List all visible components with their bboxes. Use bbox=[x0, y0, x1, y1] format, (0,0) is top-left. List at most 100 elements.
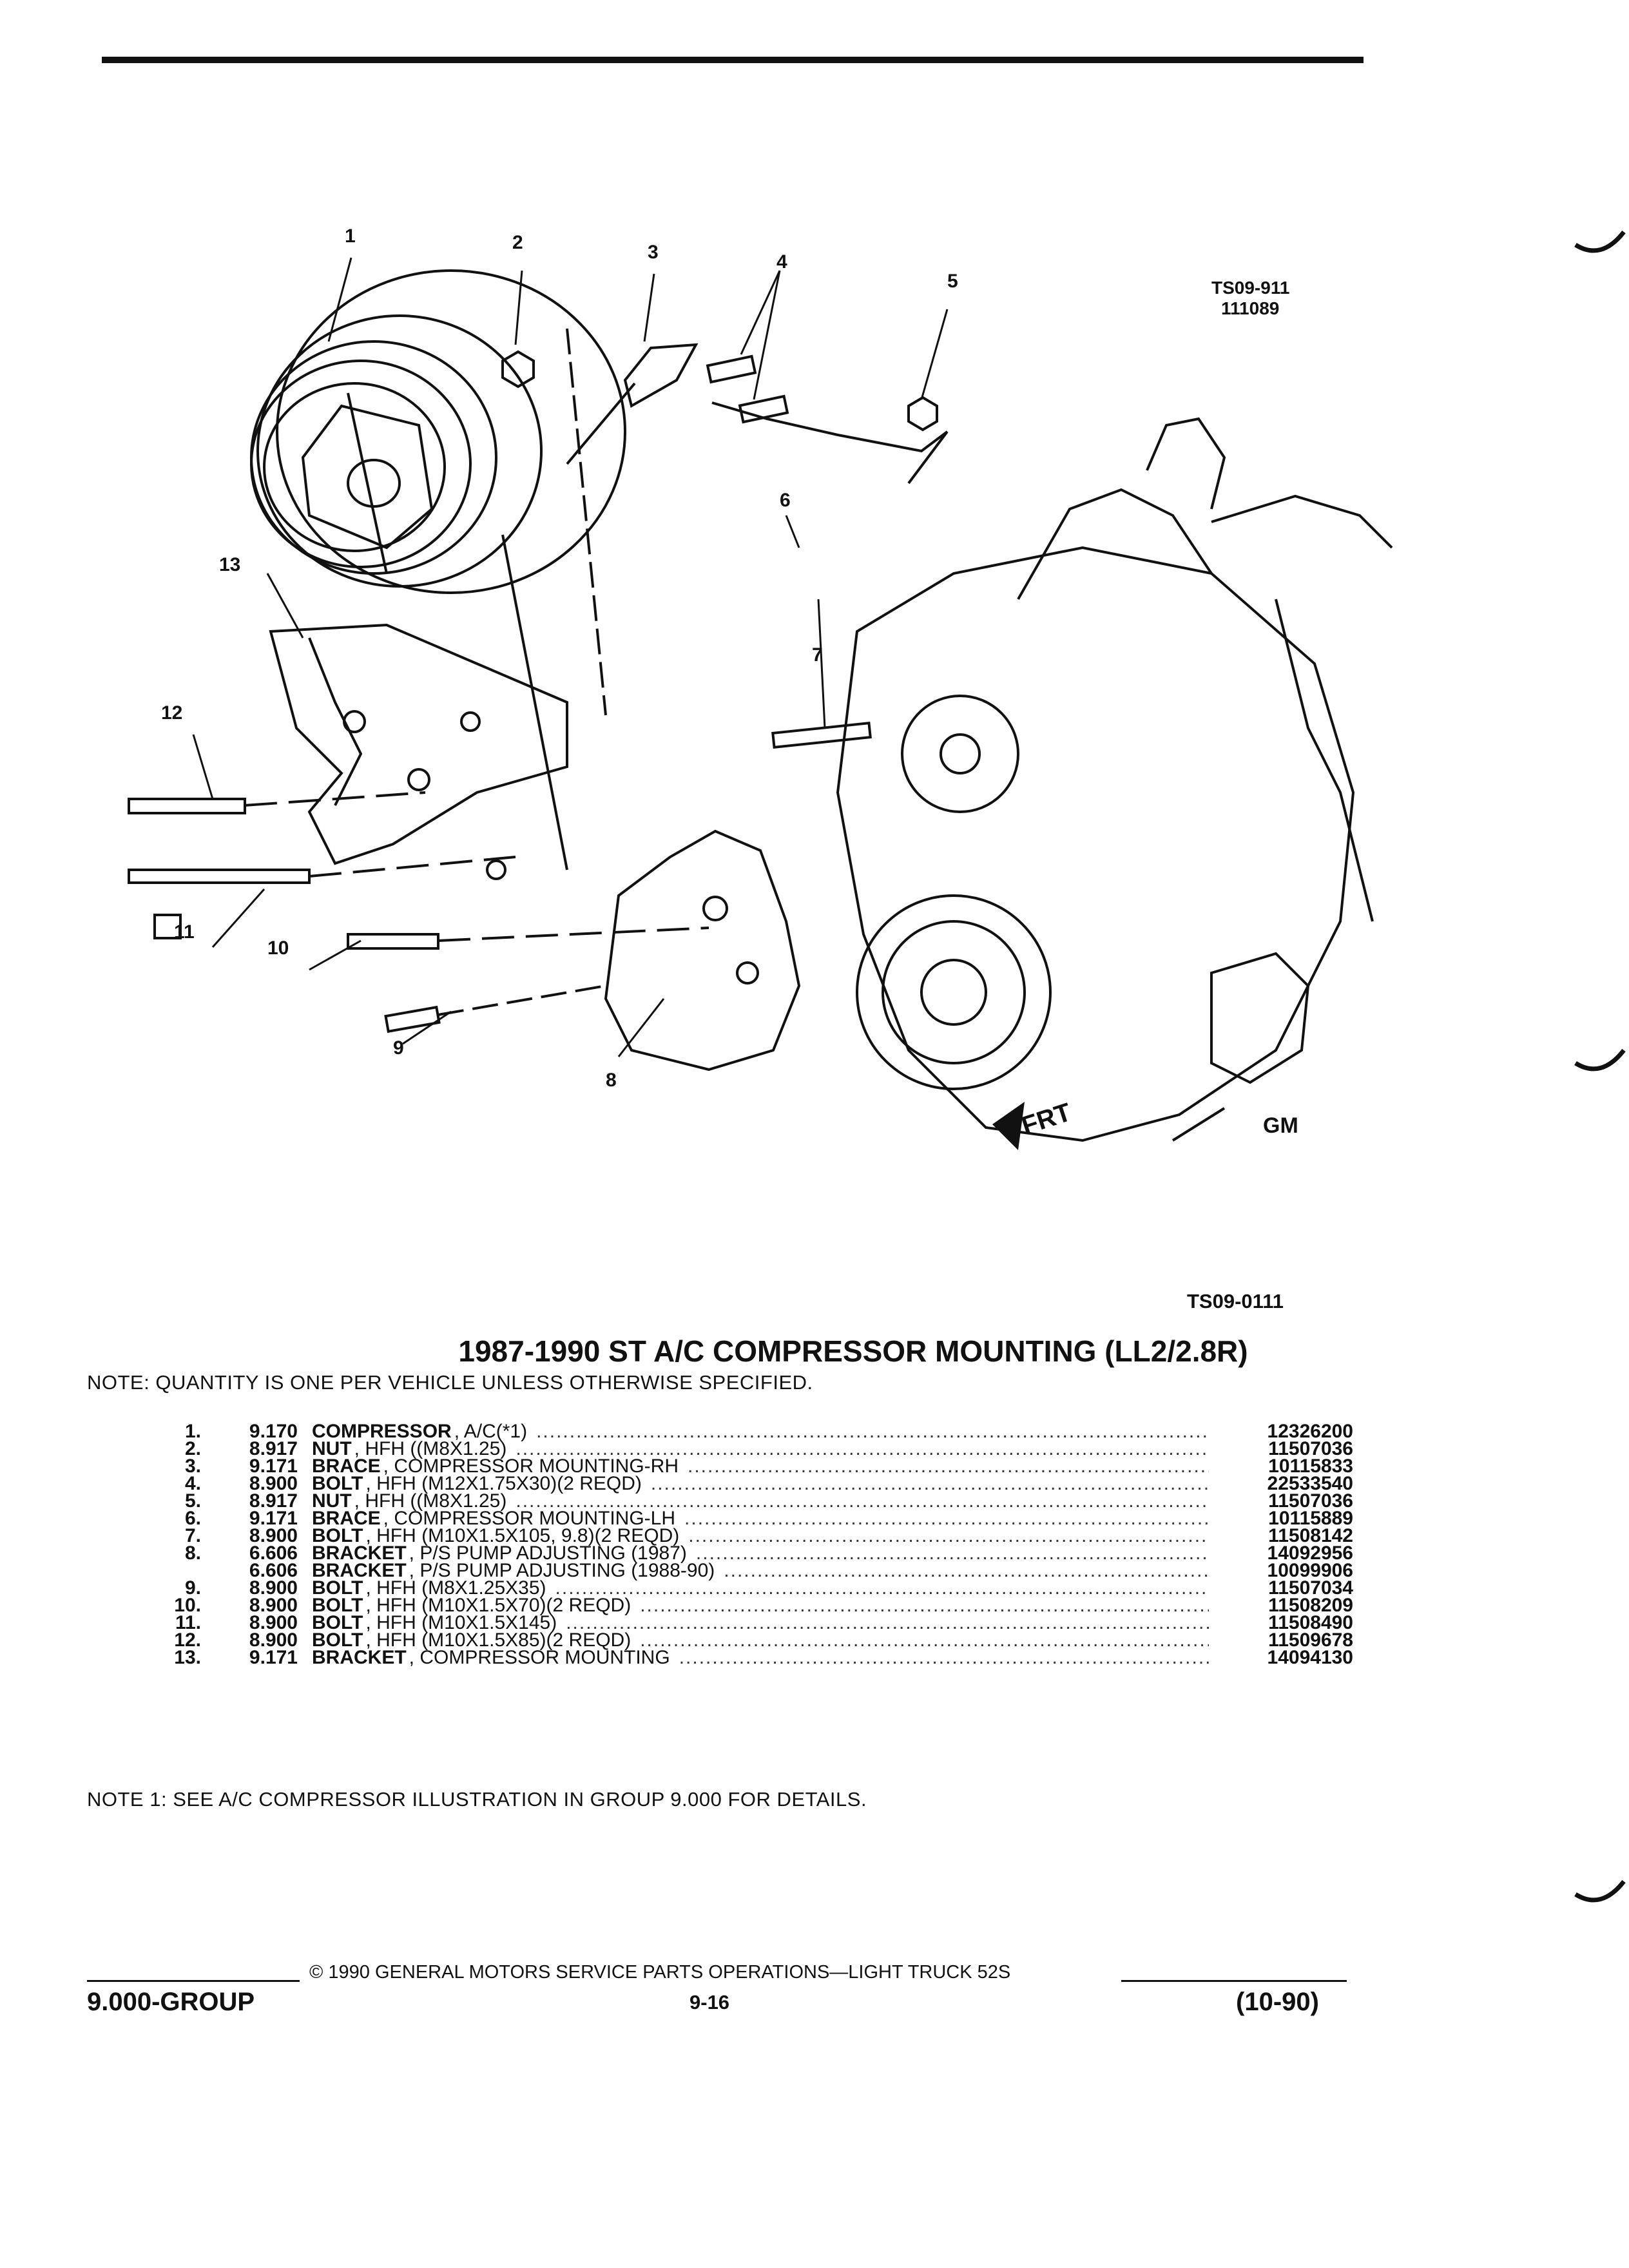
item-name: BOLT bbox=[312, 1577, 363, 1599]
part-number: 11507034 bbox=[1268, 1577, 1353, 1599]
part-number: 11508209 bbox=[1268, 1595, 1353, 1616]
item-description: NUT, HFH ((M8X1.25).....................… bbox=[312, 1490, 1224, 1512]
item-spec: , HFH (M10X1.5X145) bbox=[365, 1612, 557, 1633]
leader-dots: ........................................… bbox=[650, 1473, 1209, 1494]
leader-dots: ........................................… bbox=[555, 1577, 1209, 1599]
item-number: 6. bbox=[184, 1508, 201, 1529]
part-number: 10115889 bbox=[1268, 1508, 1353, 1529]
footer-revision-date: (10-90) bbox=[1236, 1988, 1319, 2016]
leader-dots: ........................................… bbox=[516, 1490, 1209, 1512]
callout-8: 8 bbox=[606, 1070, 617, 1091]
callout-12: 12 bbox=[161, 702, 183, 724]
leader-dots: ........................................… bbox=[640, 1629, 1209, 1651]
leader-dots: ........................................… bbox=[688, 1456, 1209, 1477]
part-number: 12326200 bbox=[1267, 1421, 1353, 1442]
item-spec: , COMPRESSOR MOUNTING bbox=[409, 1647, 670, 1668]
leader-dots: ........................................… bbox=[724, 1560, 1209, 1581]
group-number: 9.171 bbox=[249, 1456, 298, 1477]
item-number: 12. bbox=[174, 1629, 201, 1651]
footer-copyright: © 1990 GENERAL MOTORS SERVICE PARTS OPER… bbox=[309, 1962, 1011, 1983]
item-name: BOLT bbox=[312, 1473, 363, 1494]
item-number: 9. bbox=[184, 1577, 201, 1599]
part-number: 11508142 bbox=[1268, 1525, 1353, 1546]
item-spec: , HFH ((M8X1.25) bbox=[354, 1438, 507, 1459]
gm-logo: GM bbox=[1263, 1113, 1298, 1138]
callout-13: 13 bbox=[219, 554, 241, 575]
part-number: 14094130 bbox=[1267, 1647, 1353, 1668]
item-number: 7. bbox=[184, 1525, 201, 1546]
group-number: 8.900 bbox=[249, 1473, 298, 1494]
part-number: 10099906 bbox=[1267, 1560, 1353, 1581]
item-description: BRACE, COMPRESSOR MOUNTING-LH...........… bbox=[312, 1508, 1224, 1530]
part-number: 14092956 bbox=[1267, 1542, 1353, 1564]
item-name: BRACKET bbox=[312, 1542, 407, 1564]
item-description: BRACKET, P/S PUMP ADJUSTING (1988-90)...… bbox=[312, 1560, 1224, 1582]
item-name: BRACKET bbox=[312, 1560, 407, 1581]
item-spec: , P/S PUMP ADJUSTING (1988-90) bbox=[409, 1560, 715, 1581]
item-spec: , HFH (M10X1.5X70)(2 REQD) bbox=[365, 1595, 631, 1616]
callout-6: 6 bbox=[780, 490, 791, 511]
item-description: BRACE, COMPRESSOR MOUNTING-RH...........… bbox=[312, 1456, 1224, 1477]
part-number: 10115833 bbox=[1268, 1456, 1353, 1477]
item-description: NUT, HFH ((M8X1.25).....................… bbox=[312, 1438, 1224, 1460]
item-name: NUT bbox=[312, 1438, 352, 1459]
group-number: 9.170 bbox=[249, 1421, 298, 1442]
item-spec: , HFH (M8X1.25X35) bbox=[365, 1577, 546, 1599]
leader-dots: ........................................… bbox=[640, 1595, 1209, 1616]
item-name: BOLT bbox=[312, 1525, 363, 1546]
parts-list-row: 6. 9.171 BRACE, COMPRESSOR MOUNTING-LH....… bbox=[155, 1508, 1353, 1529]
item-spec: , COMPRESSOR MOUNTING-LH bbox=[383, 1508, 676, 1529]
item-number: 4. bbox=[184, 1473, 201, 1494]
compressor-clutch-hub bbox=[347, 459, 401, 508]
leader-dots: ........................................… bbox=[695, 1542, 1209, 1564]
callout-10: 10 bbox=[267, 937, 289, 959]
top-rule bbox=[102, 57, 1364, 63]
binder-mark bbox=[1574, 230, 1626, 253]
part-number: 11508490 bbox=[1268, 1612, 1353, 1633]
leader-dots: ........................................… bbox=[536, 1421, 1209, 1442]
item-name: NUT bbox=[312, 1490, 352, 1512]
item-spec: , HFH ((M8X1.25) bbox=[354, 1490, 507, 1512]
item-number: 8. bbox=[184, 1542, 201, 1564]
part-number: 22533540 bbox=[1267, 1473, 1353, 1494]
item-description: COMPRESSOR, A/C(*1).....................… bbox=[312, 1421, 1224, 1443]
item-name: BOLT bbox=[312, 1595, 363, 1616]
figure-code: TS09-911 bbox=[1211, 278, 1290, 298]
leader-dots: ........................................… bbox=[684, 1508, 1209, 1529]
callout-4: 4 bbox=[776, 251, 787, 273]
group-number: 8.917 bbox=[249, 1490, 298, 1512]
compressor-body bbox=[276, 269, 626, 594]
diagram-linework bbox=[128, 257, 1393, 1150]
group-number: 8.900 bbox=[249, 1595, 298, 1616]
item-spec: , P/S PUMP ADJUSTING (1987) bbox=[409, 1542, 687, 1564]
item-name: BOLT bbox=[312, 1629, 363, 1651]
item-name: BOLT bbox=[312, 1612, 363, 1633]
damper-pulley bbox=[856, 894, 1052, 1090]
exploded-view-diagram: 1 2 3 4 5 6 7 8 9 10 11 12 13 TS09-911 1… bbox=[116, 213, 1405, 1244]
leader-dots: ........................................… bbox=[688, 1525, 1209, 1546]
callout-5: 5 bbox=[947, 271, 958, 292]
item-spec: , HFH (M10X1.5X85)(2 REQD) bbox=[365, 1629, 631, 1651]
part-number: 11507036 bbox=[1268, 1490, 1353, 1512]
quantity-note: NOTE: QUANTITY IS ONE PER VEHICLE UNLESS… bbox=[87, 1371, 813, 1394]
item-spec: , A/C(*1) bbox=[454, 1421, 528, 1442]
footnote-1: NOTE 1: SEE A/C COMPRESSOR ILLUSTRATION … bbox=[87, 1788, 867, 1811]
front-arrow-icon bbox=[992, 1102, 1025, 1150]
item-description: BOLT, HFH (M10X1.5X70)(2 REQD)..........… bbox=[312, 1595, 1224, 1617]
leader-dots: ........................................… bbox=[566, 1612, 1209, 1633]
callout-1: 1 bbox=[345, 226, 356, 247]
group-number: 9.171 bbox=[249, 1508, 298, 1529]
item-description: BRACKET, P/S PUMP ADJUSTING (1987)......… bbox=[312, 1542, 1224, 1564]
part-number: 11507036 bbox=[1268, 1438, 1353, 1459]
item-spec: , COMPRESSOR MOUNTING-RH bbox=[383, 1456, 679, 1477]
footer-page-number: 9-16 bbox=[689, 1991, 730, 2013]
figure-bottom-code: TS09-0111 bbox=[1187, 1290, 1284, 1312]
item-number: 10. bbox=[174, 1595, 201, 1616]
